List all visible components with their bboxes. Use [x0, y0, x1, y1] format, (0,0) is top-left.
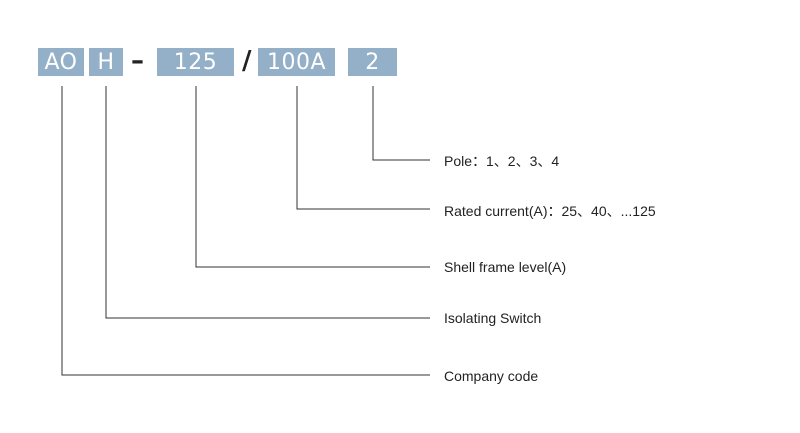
code-segment-type: H	[89, 48, 123, 76]
label-company-code: Company code	[444, 368, 539, 384]
code-segment-company: AO	[38, 48, 84, 76]
slash-separator: /	[242, 46, 252, 76]
code-segment-pole: 2	[348, 48, 397, 76]
label-isolating-switch: Isolating Switch	[444, 310, 542, 326]
code-segment-current: 100A	[258, 48, 335, 76]
label-shell-frame: Shell frame level(A)	[444, 259, 567, 275]
label-rated-current: Rated current(A)：25、40、...125	[444, 203, 656, 219]
leader-line-company	[61, 86, 430, 376]
leader-line-pole	[372, 86, 430, 161]
leader-line-rated-current	[296, 86, 430, 210]
leader-line-shell-frame	[195, 86, 430, 268]
code-segment-frame: 125	[157, 48, 234, 76]
leader-line-isolating	[105, 86, 430, 319]
label-pole: Pole：1、2、3、4	[444, 153, 560, 169]
dash-separator: –	[131, 46, 144, 76]
